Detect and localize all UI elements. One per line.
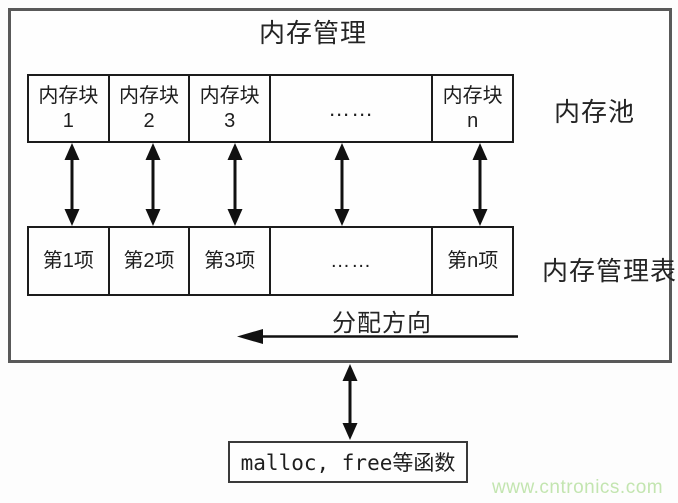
cell-index: 2 (143, 109, 155, 132)
table-cell-1: 第1项 (29, 228, 108, 294)
table-cell-3: 第3项 (188, 228, 269, 294)
cell-index: 1 (62, 109, 74, 132)
cell-label: 第2项 (123, 249, 175, 272)
left-arrow-icon (237, 329, 518, 344)
function-box: malloc, free等函数 (228, 441, 468, 483)
double-arrow-icon (227, 143, 243, 226)
memory-pool-cell-2: 内存块 2 (107, 76, 189, 141)
table-cell-n: 第n项 (431, 228, 512, 294)
memory-pool-cell-ellipsis: …… (269, 76, 431, 141)
cell-index: 3 (224, 109, 236, 132)
memory-pool-cell-1: 内存块 1 (29, 76, 108, 141)
memory-pool-cell-n: 内存块 n (431, 76, 512, 141)
table-cell-ellipsis: …… (269, 228, 431, 294)
cell-label: 内存块 (442, 84, 503, 107)
cell-label: 内存块 (199, 84, 260, 107)
cell-label: 第1项 (42, 249, 94, 272)
diagram-title: 内存管理 (258, 18, 367, 48)
memory-pool-cell-3: 内存块 3 (188, 76, 269, 141)
memory-management-frame (8, 8, 672, 363)
watermark-text: www.cntronics.com (492, 477, 664, 498)
double-arrow-icon (64, 143, 80, 226)
cell-label: 内存块 (38, 84, 99, 107)
table-cell-2: 第2项 (107, 228, 189, 294)
ellipsis-text: …… (330, 249, 373, 272)
cell-index: n (467, 109, 479, 132)
function-box-label: malloc, free等函数 (240, 451, 456, 475)
cell-label: 第3项 (204, 249, 256, 272)
memory-pool-label: 内存池 (554, 97, 636, 127)
allocation-direction-label: 分配方向 (332, 310, 432, 337)
cell-label: 内存块 (119, 84, 179, 107)
memory-table-label: 内存管理表 (542, 256, 678, 286)
double-arrow-icon (472, 143, 488, 226)
double-arrow-icon (334, 143, 350, 226)
double-arrow-icon (342, 364, 358, 440)
memory-pool-row: 内存块 1 内存块 2 内存块 3 …… 内存块 n (27, 74, 514, 143)
ellipsis-text: …… (328, 95, 375, 121)
double-arrow-icon (145, 143, 161, 226)
memory-table-row: 第1项 第2项 第3项 …… 第n项 (27, 226, 514, 296)
cell-label: 第n项 (447, 249, 499, 272)
